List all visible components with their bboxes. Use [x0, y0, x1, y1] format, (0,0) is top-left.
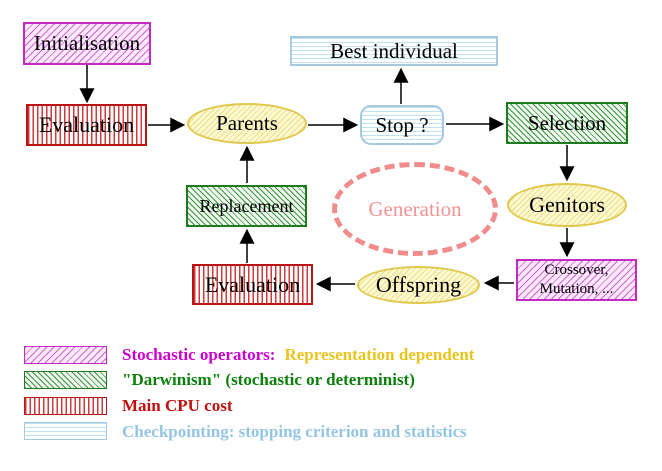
node-crossover-label-line1: Crossover, — [544, 262, 609, 279]
legend-stochastic-operators: Stochastic operators: Representation depe… — [122, 345, 474, 365]
node-stop-label: Stop ? — [375, 112, 429, 137]
node-initialisation: Initialisation — [23, 22, 151, 65]
node-offspring-label: Offspring — [375, 272, 462, 297]
legend-main-cpu-cost: Main CPU cost — [122, 396, 232, 416]
node-initialisation-label: Initialisation — [33, 31, 141, 55]
node-selection: Selection — [506, 102, 628, 144]
legend-checkpointing-label: Checkpointing: stopping criterion and st… — [122, 422, 467, 441]
node-evaluation-bottom-label: Evaluation — [204, 271, 301, 297]
node-parents-label: Parents — [216, 111, 278, 135]
legend-darwinism-label: "Darwinism" (stochastic or determinist) — [122, 370, 415, 389]
node-evaluation-top-label: Evaluation — [38, 112, 135, 137]
node-stop: Stop ? — [360, 105, 444, 145]
legend-checkpointing: Checkpointing: stopping criterion and st… — [122, 422, 467, 442]
node-crossover-mutation: Crossover, Mutation, ... — [516, 259, 637, 301]
generation-label: Generation — [368, 196, 462, 221]
generation-loop-ellipse: Generation — [332, 162, 498, 256]
red-vertical-lines-swatch-icon — [24, 397, 107, 415]
magenta-diagonal-hatch-swatch-icon — [24, 346, 107, 364]
node-evaluation-top: Evaluation — [26, 104, 147, 146]
node-selection-label: Selection — [527, 110, 607, 135]
node-offspring: Offspring — [357, 266, 480, 304]
legend-representation-dependent-label: Representation dependent — [284, 345, 475, 364]
node-evaluation-bottom: Evaluation — [192, 264, 313, 305]
node-best-individual: Best individual — [290, 36, 498, 66]
legend-stochastic-operators-label: Stochastic operators: — [122, 345, 276, 364]
node-crossover-label-line2: Mutation, ... — [539, 281, 614, 297]
legend-darwinism: "Darwinism" (stochastic or determinist) — [122, 370, 415, 390]
node-parents: Parents — [187, 103, 307, 144]
green-diagonal-hatch-swatch-icon — [24, 371, 107, 389]
node-replacement-label: Replacement — [199, 195, 294, 216]
node-genitors: Genitors — [507, 183, 627, 227]
node-best-individual-label: Best individual — [330, 38, 458, 63]
node-genitors-label: Genitors — [529, 192, 605, 217]
cyan-horizontal-lines-swatch-icon — [24, 422, 107, 440]
node-replacement: Replacement — [186, 185, 307, 227]
legend-main-cpu-cost-label: Main CPU cost — [122, 396, 233, 415]
